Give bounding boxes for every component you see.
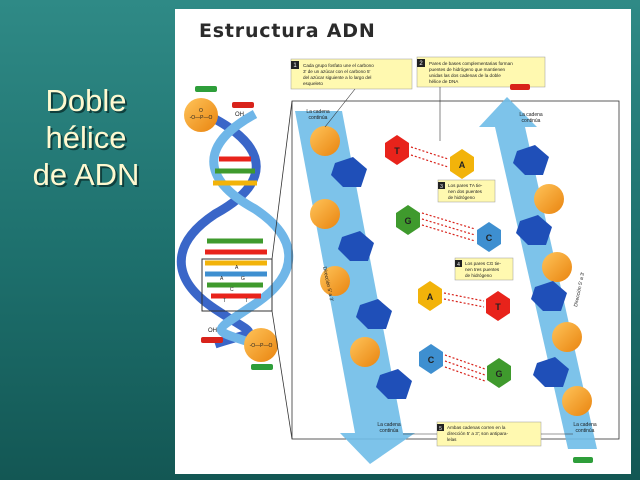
cadena-label: continúa (309, 115, 328, 121)
svg-text:2: 2 (419, 61, 423, 67)
guanine-base-icon (487, 358, 511, 388)
base-letter: C (486, 233, 493, 243)
base-letter: G (495, 369, 502, 379)
red-tag-icon (232, 102, 254, 108)
svg-text:lelas: lelas (447, 437, 457, 442)
helix-letter: A (235, 265, 239, 271)
callout-4: 4 Los pares CG tie- nen tres puentes de … (454, 257, 514, 281)
svg-text:3' de un azúcar con el carbono: 3' de un azúcar con el carbono 5' (303, 69, 371, 74)
helix-letter: T (223, 298, 226, 304)
dna-structure-figure: Estructura ADN A G (175, 9, 631, 474)
green-tag-icon (195, 86, 217, 92)
svg-text:1: 1 (293, 63, 297, 69)
hydrogen-bonds (410, 146, 486, 382)
base-letter: A (459, 160, 466, 170)
helix-letter: T (245, 298, 248, 304)
cadena-label: continúa (380, 428, 399, 434)
left-backbone (310, 126, 412, 399)
dna-diagram: A G C T A T O -O—P—O OH OH -O—P—O (176, 56, 620, 464)
green-tag-icon (573, 457, 593, 463)
red-tag-icon (510, 84, 530, 90)
base-letter: C (428, 355, 435, 365)
svg-text:dirección 5' a 3'; son antipar: dirección 5' a 3'; son antipara- (447, 431, 508, 436)
svg-text:puentes de hidrógeno que manti: puentes de hidrógeno que mantienen (429, 67, 506, 72)
direction-right-label: Dirección 5' a 3' (573, 272, 586, 308)
cytosine-base-icon (477, 222, 501, 252)
cadena-label: La cadena (519, 112, 543, 118)
right-backbone (513, 145, 592, 416)
oh-top-label: OH (235, 112, 244, 118)
helix-letter: G (241, 276, 245, 282)
base-letter: G (404, 216, 411, 226)
svg-text:de hidrógeno: de hidrógeno (465, 273, 492, 278)
phosphate-icon (184, 98, 218, 132)
cadena-label: continúa (576, 428, 595, 434)
svg-text:Cada grupo fosfato une el carb: Cada grupo fosfato une el carbono (303, 63, 374, 68)
helix-letter: A (220, 276, 224, 282)
thymine-base-icon (486, 291, 510, 321)
svg-text:Pares de bases complementarias: Pares de bases complementarias forman (429, 61, 513, 66)
green-tag-icon (251, 364, 273, 370)
svg-text:5: 5 (439, 426, 442, 432)
callout-3: 3 Los pares TA tie- nen dos puentes de h… (437, 179, 496, 203)
cadena-label: La cadena (573, 422, 597, 428)
adenine-base-icon (418, 281, 442, 311)
svg-text:-O—P—O: -O—P—O (250, 343, 273, 349)
svg-text:4: 4 (457, 262, 460, 268)
cadena-label: La cadena (306, 109, 330, 115)
base-letter: A (427, 292, 434, 302)
svg-text:esqueleto: esqueleto (303, 81, 323, 86)
slide-title: Doble hélice de ADN (0, 82, 172, 193)
phosphate-icon (244, 328, 278, 362)
cadena-label: continúa (522, 118, 541, 124)
svg-text:3: 3 (440, 184, 443, 190)
guanine-base-icon (396, 205, 420, 235)
callout-2: 2 Pares de bases complementarias forman … (416, 56, 546, 141)
title-line-2: hélice (45, 120, 127, 155)
red-tag-icon (201, 337, 223, 343)
callout-5: 5 Ambas cadenas corren en la dirección 5… (403, 421, 573, 447)
base-letter: T (394, 146, 400, 156)
svg-text:-O—P—O: -O—P—O (190, 115, 213, 121)
svg-text:Los pares CG tie-: Los pares CG tie- (465, 261, 501, 266)
right-strand-arrow-icon (479, 97, 597, 449)
title-line-1: Doble (45, 83, 127, 118)
svg-text:del azúcar siguiente a lo larg: del azúcar siguiente a lo largo del (303, 75, 371, 80)
cytosine-base-icon (419, 344, 443, 374)
svg-text:nen tres puentes: nen tres puentes (465, 267, 500, 272)
helix-letter: C (230, 287, 234, 293)
thymine-base-icon (385, 135, 409, 165)
double-helix-icon (176, 110, 294, 349)
svg-text:unidas las dos cadenas de la d: unidas las dos cadenas de la doble (429, 73, 501, 78)
svg-text:hélice de DNA: hélice de DNA (429, 79, 459, 84)
cadena-label: La cadena (377, 422, 401, 428)
svg-text:de hidrógeno: de hidrógeno (448, 195, 475, 200)
oh-bottom-label: OH (208, 328, 217, 334)
svg-text:Los pares TA tie-: Los pares TA tie- (448, 183, 483, 188)
base-letter: T (495, 302, 501, 312)
callout-1: 1 Cada grupo fosfato une el carbono 3' d… (290, 58, 413, 128)
svg-text:O: O (199, 108, 203, 114)
title-line-3: de ADN (32, 157, 140, 192)
figure-title: Estructura ADN (199, 20, 376, 42)
svg-text:Ambas cadenas corren en la: Ambas cadenas corren en la (447, 425, 506, 430)
adenine-base-icon (450, 149, 474, 179)
svg-text:nen dos puentes: nen dos puentes (448, 189, 483, 194)
